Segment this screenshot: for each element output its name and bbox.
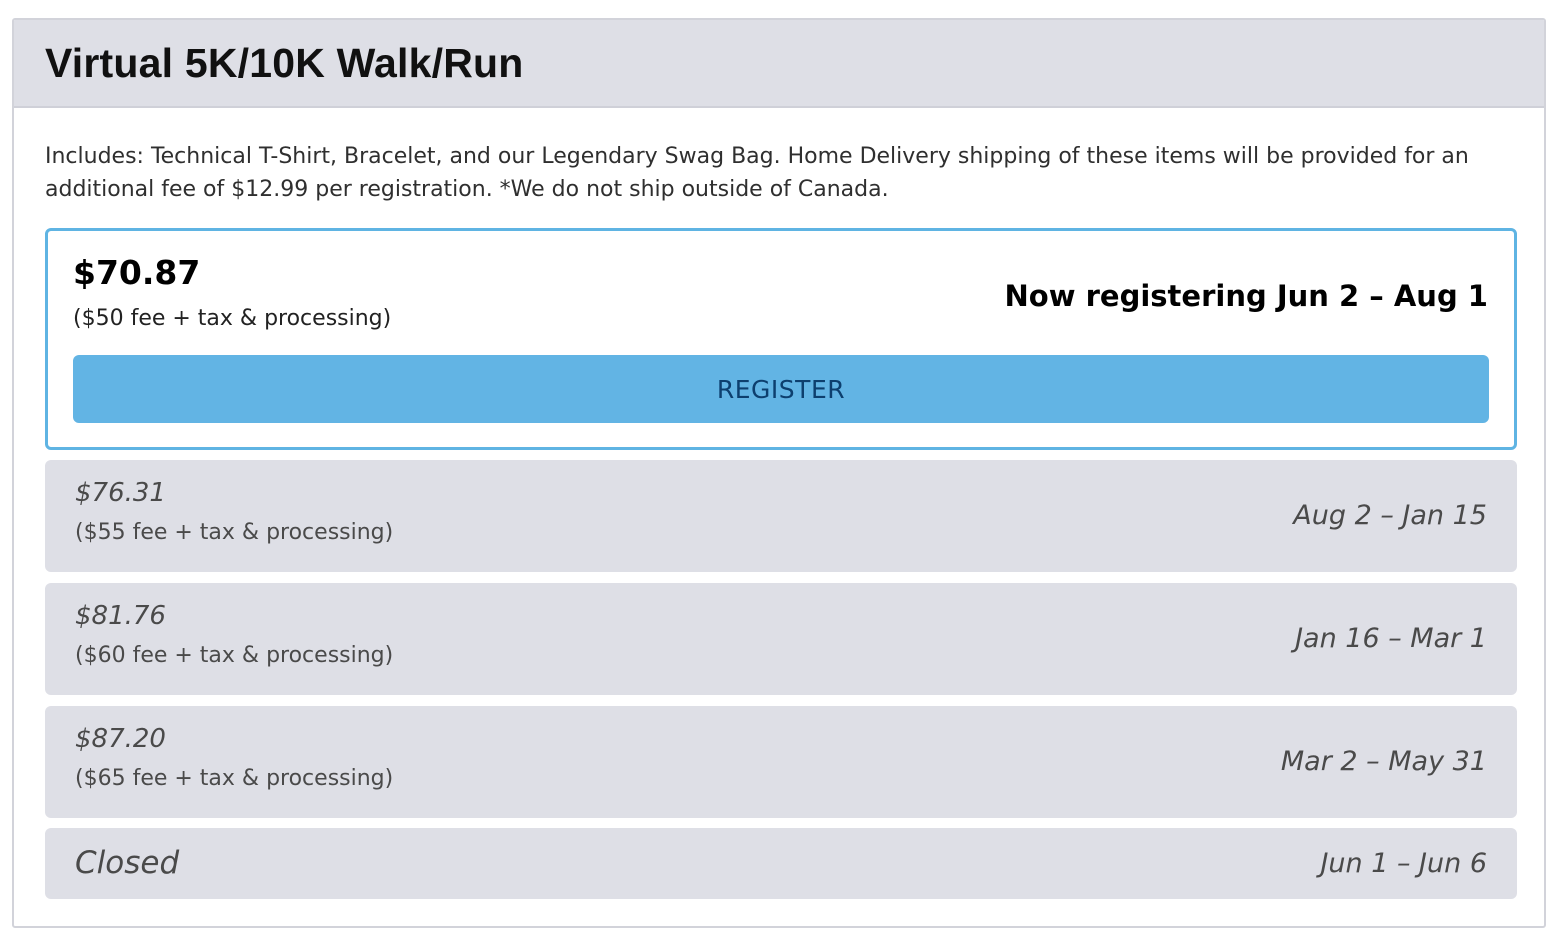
tier-price: $76.31 bbox=[75, 478, 166, 508]
tier-dates: Jan 16 – Mar 1 bbox=[1295, 623, 1487, 654]
current-pricing-tier: $70.87 ($50 fee + tax & processing) Now … bbox=[45, 228, 1517, 450]
pricing-tier-3: $81.76 ($60 fee + tax & processing) Jan … bbox=[45, 583, 1517, 695]
pricing-tier-4: $87.20 ($65 fee + tax & processing) Mar … bbox=[45, 706, 1517, 818]
registration-card: Virtual 5K/10K Walk/Run Includes: Techni… bbox=[12, 18, 1546, 928]
closed-tier: Closed Jun 1 – Jun 6 bbox=[45, 828, 1517, 899]
closed-tier-dates: Jun 1 – Jun 6 bbox=[1320, 848, 1487, 879]
tier-price: $87.20 bbox=[75, 724, 166, 754]
pricing-tier-2: $76.31 ($55 fee + tax & processing) Aug … bbox=[45, 460, 1517, 572]
tier-fee: ($65 fee + tax & processing) bbox=[75, 766, 394, 791]
tier-fee: ($60 fee + tax & processing) bbox=[75, 643, 394, 668]
current-tier-fee: ($50 fee + tax & processing) bbox=[73, 306, 392, 331]
tier-fee: ($55 fee + tax & processing) bbox=[75, 520, 394, 545]
closed-label: Closed bbox=[75, 845, 180, 881]
tier-dates: Aug 2 – Jan 15 bbox=[1293, 500, 1487, 531]
tier-price: $81.76 bbox=[75, 601, 166, 631]
card-header: Virtual 5K/10K Walk/Run bbox=[14, 20, 1544, 108]
current-tier-dates: Now registering Jun 2 – Aug 1 bbox=[1004, 279, 1488, 313]
register-button[interactable]: REGISTER bbox=[73, 355, 1489, 423]
event-title: Virtual 5K/10K Walk/Run bbox=[45, 39, 524, 86]
event-description: Includes: Technical T-Shirt, Bracelet, a… bbox=[45, 144, 1469, 202]
current-tier-price: $70.87 bbox=[73, 253, 201, 292]
tier-dates: Mar 2 – May 31 bbox=[1280, 746, 1487, 777]
